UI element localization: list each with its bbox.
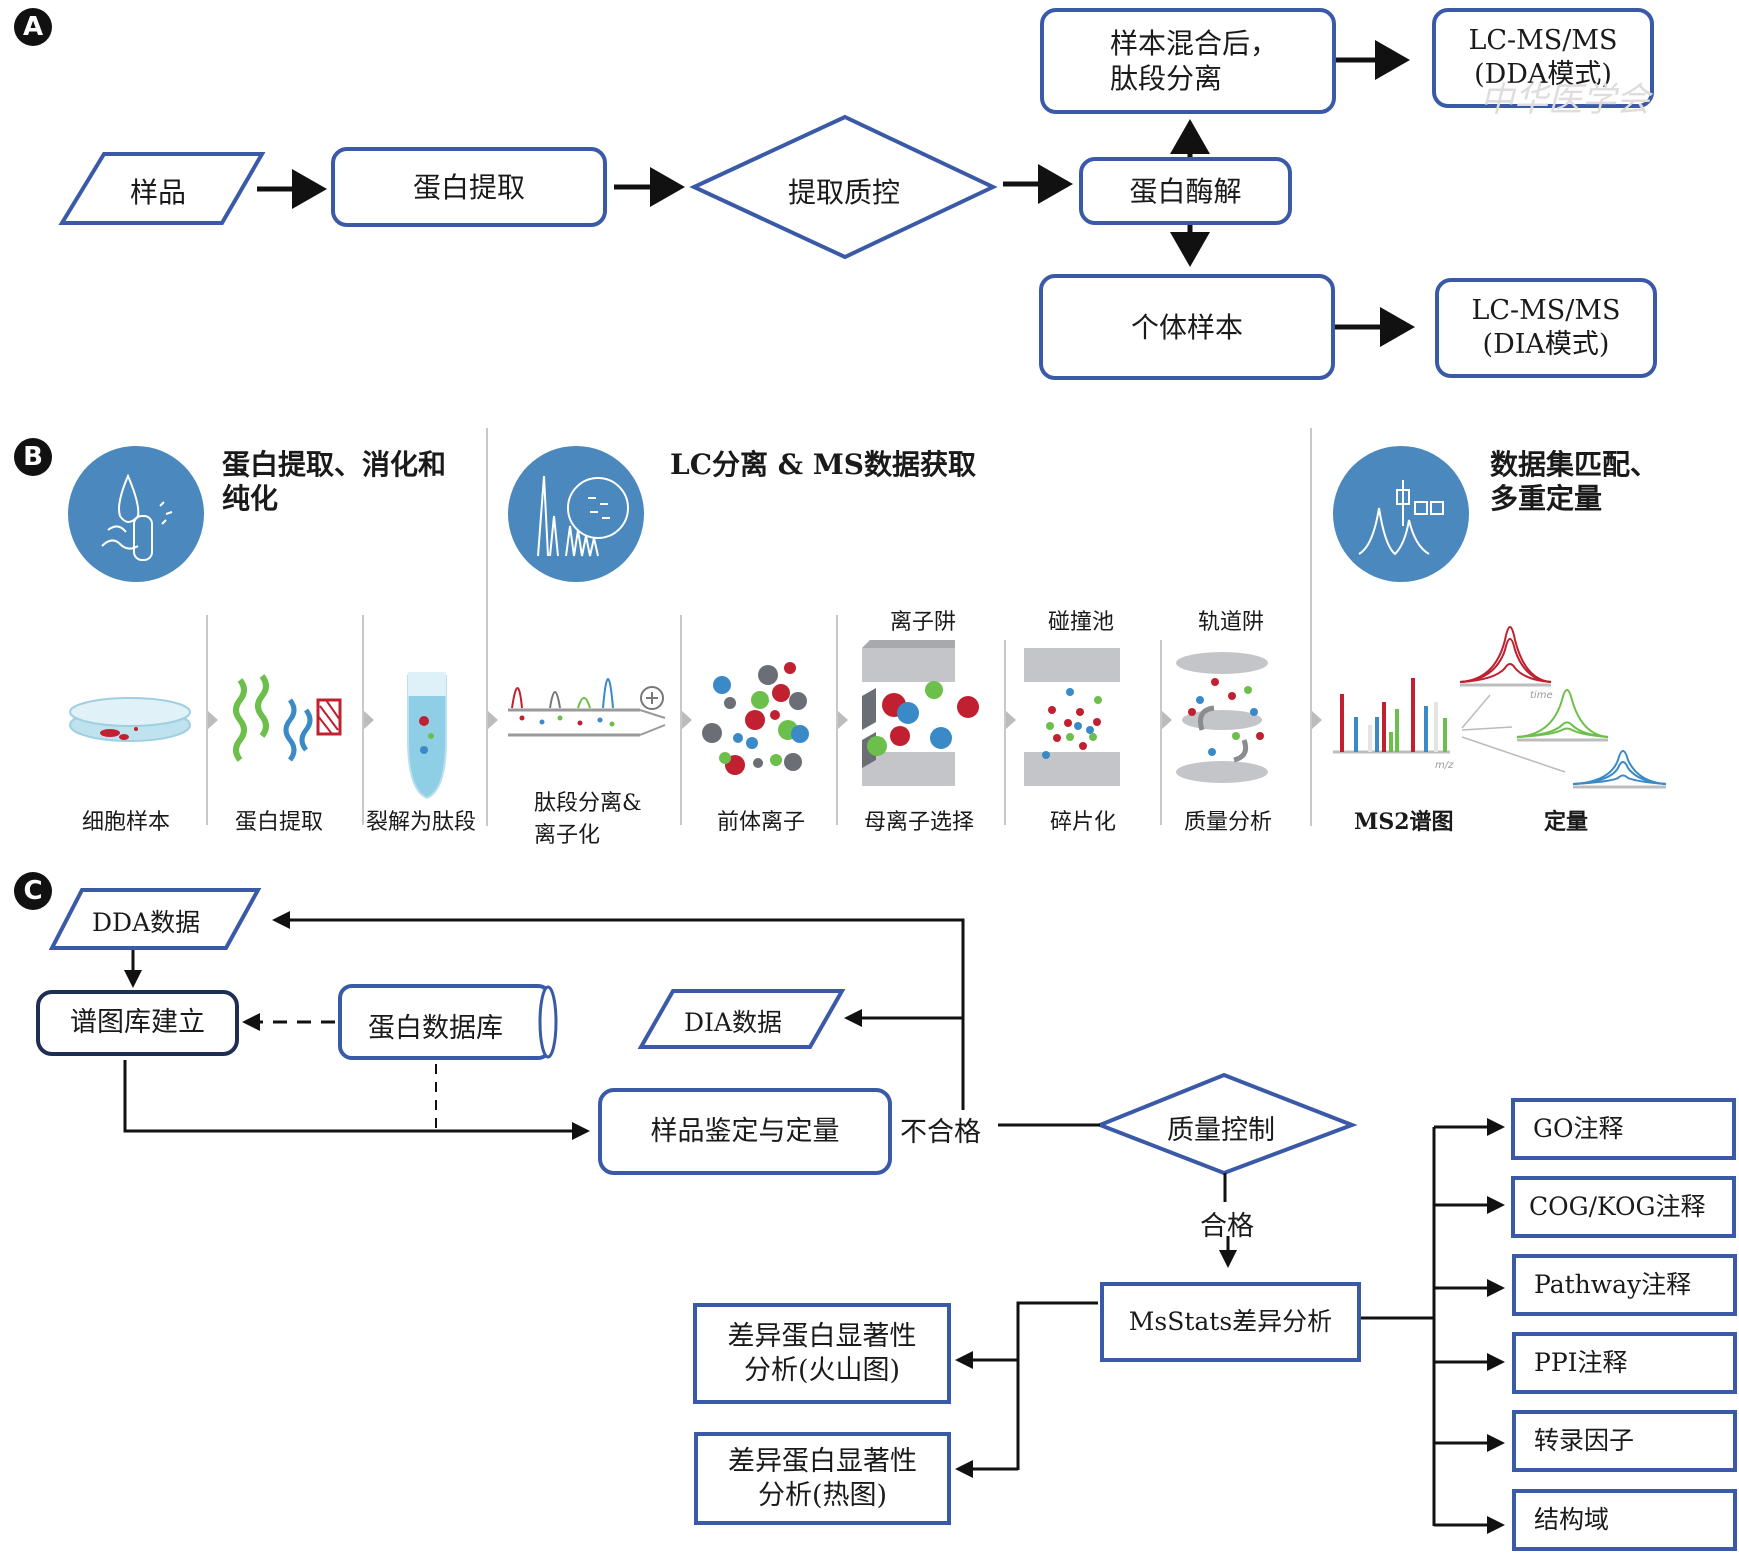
annotation-cog-kog-label: COG/KOG注释: [1529, 1192, 1706, 1222]
extraction-qc-shape: [689, 114, 998, 260]
step-label-protein-extraction: 蛋白提取: [235, 810, 324, 835]
dda-data-shape: [48, 888, 262, 950]
step-divider: [362, 615, 364, 825]
lcms-dia-node: LC-MS/MS (DIA模式): [1435, 278, 1657, 378]
annotation-domain: 结构域: [1512, 1489, 1737, 1551]
panel-a-badge: A: [14, 8, 52, 46]
sample-shape: [58, 152, 266, 225]
arrow-fail-to-dda: [272, 911, 965, 1110]
protein-db-label: 蛋白数据库: [368, 1013, 503, 1044]
tube-icon: [407, 675, 447, 800]
step-label-fragmentation: 碎片化: [1050, 810, 1117, 835]
dia-data-label: DIA数据: [684, 1008, 782, 1037]
annotation-transcription-factor-label: 转录因子: [1534, 1426, 1635, 1456]
annotation-cog-kog: COG/KOG注释: [1511, 1176, 1736, 1238]
step-divider: [1004, 640, 1006, 825]
pooled-fractionation-label: 样本混合后， 肽段分离: [1110, 27, 1279, 95]
protein-structure-icon: [233, 674, 342, 762]
pooled-fractionation-node: 样本混合后， 肽段分离: [1040, 8, 1336, 114]
quant-peaks-icon: [1459, 626, 1667, 789]
msstats-node: MsStats差异分析: [1100, 1282, 1361, 1362]
annotation-ppi: PPI注释: [1512, 1332, 1737, 1394]
step-top-label-orbitrap: 轨道阱: [1198, 610, 1265, 635]
annotation-ppi-label: PPI注释: [1534, 1348, 1628, 1378]
watermark: 中华医学会: [1480, 80, 1650, 120]
quality-control-label: 质量控制: [1167, 1115, 1275, 1146]
lc-column-icon: [508, 678, 666, 737]
chromatography-icon: [508, 446, 644, 582]
step-label-precursor-selection: 母离子选择: [864, 810, 975, 835]
step-label-cell-sample: 细胞样本: [82, 810, 171, 835]
collision-cell-icon: [1024, 648, 1120, 786]
annotation-go: GO注释: [1511, 1098, 1736, 1160]
branch-msstats-left: [1016, 1301, 1098, 1470]
identification-quant-node: 样品鉴定与定量: [598, 1088, 892, 1175]
section-divider: [1310, 428, 1312, 826]
annotation-domain-label: 结构域: [1534, 1505, 1610, 1535]
fail-label: 不合格: [900, 1117, 981, 1148]
panel-b-badge: B: [14, 438, 52, 476]
section-divider: [486, 428, 488, 826]
heatmap-node: 差异蛋白显著性 分析(热图): [694, 1432, 951, 1525]
sample-node-label: 样品: [130, 176, 187, 209]
annotation-go-label: GO注释: [1533, 1114, 1624, 1144]
extraction-qc-label: 提取质控: [788, 176, 901, 209]
protein-digestion-node: 蛋白酶解: [1079, 157, 1292, 225]
volcano-node: 差异蛋白显著性 分析(火山图): [693, 1303, 951, 1404]
section-title-sample-prep: 蛋白提取、消化和 纯化: [222, 448, 447, 515]
lcms-dda-label: LC-MS/MS (DDA模式): [1468, 25, 1618, 90]
panel-c-badge: C: [14, 872, 52, 910]
mz-axis-label: m/z: [1435, 760, 1454, 771]
annotation-transcription-factor: 转录因子: [1512, 1410, 1737, 1472]
step-label-mass-analysis: 质量分析: [1184, 810, 1273, 835]
step-label-ms2-spectrum: MS2谱图: [1354, 809, 1454, 835]
sample-prep-icon: [68, 446, 204, 582]
heatmap-label: 差异蛋白显著性 分析(热图): [728, 1445, 917, 1511]
step-divider: [836, 615, 838, 825]
step-label-precursor-ions: 前体离子: [717, 810, 806, 835]
step-label-quantification: 定量: [1544, 809, 1589, 835]
individual-samples-node: 个体样本: [1039, 274, 1335, 380]
time-axis-label: time: [1530, 690, 1553, 701]
step-divider: [1160, 640, 1162, 825]
step-label-separation-ionization: 肽段分离& 离子化: [534, 791, 642, 848]
data-analysis-icon: [1333, 446, 1469, 582]
pass-label: 合格: [1200, 1211, 1254, 1242]
section-title-lcms: LC分离 & MS数据获取: [670, 448, 976, 481]
precursor-ions-icon: [702, 662, 809, 775]
ms2-spectrum-icon: [1333, 678, 1566, 773]
orbitrap-icon: [1176, 652, 1268, 783]
protein-db-cap: [538, 985, 558, 1059]
arrow-library-to-quant: [123, 1060, 590, 1140]
library-build-node: 谱图库建立: [36, 990, 239, 1056]
ion-trap-icon: [862, 640, 979, 786]
lcms-dda-node: LC-MS/MS (DDA模式): [1432, 8, 1654, 108]
step-label-digestion: 裂解为肽段: [366, 810, 477, 835]
dia-data-shape: [637, 989, 846, 1049]
annotation-pathway: Pathway注释: [1512, 1254, 1737, 1316]
step-top-label-ion-trap: 离子阱: [890, 610, 957, 635]
step-divider: [680, 615, 682, 825]
lcms-dia-label: LC-MS/MS (DIA模式): [1471, 295, 1621, 360]
protein-extraction-node: 蛋白提取: [331, 147, 607, 227]
annotation-pathway-label: Pathway注释: [1534, 1270, 1692, 1300]
dda-data-label: DDA数据: [92, 908, 201, 937]
step-divider: [206, 615, 208, 825]
volcano-label: 差异蛋白显著性 分析(火山图): [727, 1320, 917, 1386]
step-top-label-collision-cell: 碰撞池: [1048, 610, 1115, 635]
section-title-data-analysis: 数据集匹配、 多重定量: [1490, 448, 1659, 515]
